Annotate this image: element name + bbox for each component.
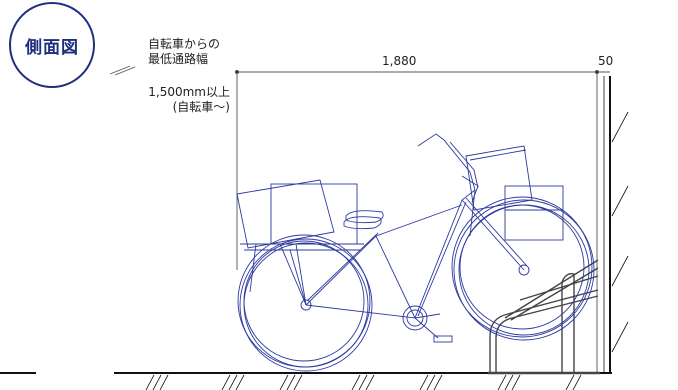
dimension-lines [109,65,610,372]
rack-upper-rail [504,259,599,319]
depth-dimension-label: 1,880 [382,54,417,68]
front-wheel [451,196,595,341]
side-view-badge: 側面図 [9,2,95,88]
crankset [402,305,453,343]
saddle [343,210,384,230]
rack-front-frame [489,289,599,373]
ground [0,372,612,390]
passage-value-line2: (自転車〜) [172,100,230,114]
wall [603,76,629,374]
passage-value-label: 1,500mm以上 (自転車〜) [138,85,230,115]
wall-hatch [611,111,629,353]
dimension-dot-right [594,69,600,75]
dimension-dot-left [234,69,240,75]
rear-wheel [237,234,373,372]
rack-post [561,272,575,373]
passage-label-line2: 最低通路幅 [148,52,209,66]
handlebar [417,133,479,237]
ground-hatch [145,374,582,390]
break-mark-2 [114,66,136,76]
front-basket [465,145,564,241]
rear-basket [236,179,358,249]
rack-mid-rail [519,275,599,301]
wall-gap-dimension-label: 50 [598,54,614,68]
passage-label: 自転車からの 最低通路幅 [148,37,220,67]
bicycle [236,133,595,372]
side-view-badge-text: 側面図 [25,37,79,58]
passage-value-line1: 1,500mm以上 [148,85,230,99]
break-mark-1 [109,65,131,75]
passage-label-line1: 自転車からの [148,37,221,51]
bicycle-rack [488,259,600,375]
